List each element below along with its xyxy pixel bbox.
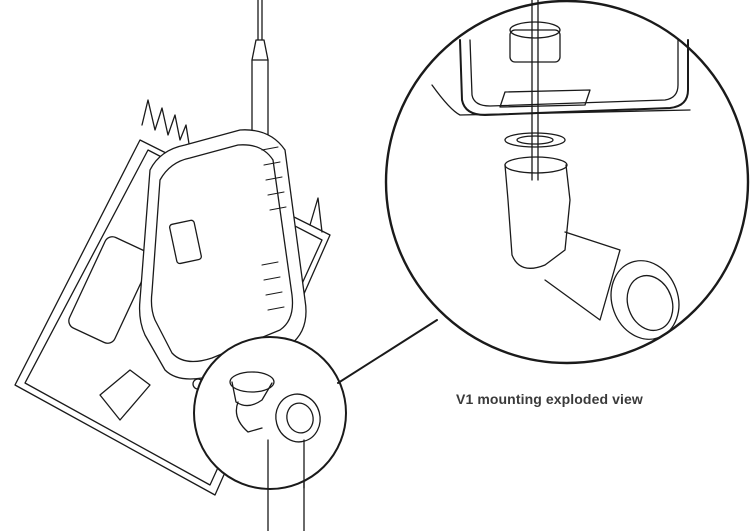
callout-connector-line [337, 319, 438, 384]
detail-callout-circle [193, 336, 347, 490]
enclosure-box [138, 129, 307, 390]
figure-caption: V1 mounting exploded view [456, 391, 643, 407]
exploded-view-circle [384, 0, 750, 365]
